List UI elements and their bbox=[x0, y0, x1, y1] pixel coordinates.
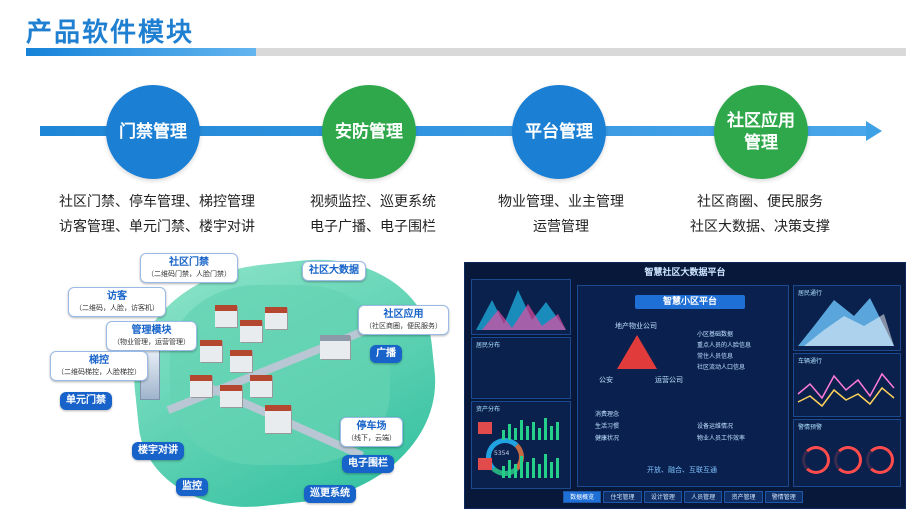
tab-design[interactable]: 设计管理 bbox=[643, 491, 682, 503]
tag-patrol: 巡更系统 bbox=[304, 485, 356, 503]
center-list-item: 重点人员的人脸信息 bbox=[697, 342, 752, 349]
center-title: 智慧小区平台 bbox=[635, 295, 745, 309]
tag-manage-module: 管理模块（物业管理，运营管理） bbox=[106, 321, 197, 351]
module-description: 视频监控、巡更系统 电子广播、电子围栏 bbox=[288, 190, 458, 240]
timeline-arrow bbox=[40, 126, 870, 136]
timeline-arrow-head bbox=[866, 121, 882, 141]
mountain-chart bbox=[476, 290, 566, 330]
module-security: 安防管理 bbox=[322, 85, 416, 179]
tag-visitor: 访客（二维码，人脸，访客机） bbox=[68, 287, 166, 317]
title-underline-accent bbox=[26, 48, 256, 56]
center-list-item: 健康状况 bbox=[595, 435, 620, 442]
tag-parking: 停车场（线下，云端） bbox=[340, 417, 403, 447]
panel-left-top bbox=[471, 279, 571, 335]
tag-broadcast: 广播 bbox=[370, 345, 402, 363]
line-chart bbox=[797, 372, 895, 408]
tag-community-app: 社区应用（社区商圈，便民服务） bbox=[358, 305, 449, 335]
building bbox=[250, 375, 272, 397]
center-list-item: 小区基础数据 bbox=[697, 331, 734, 338]
building bbox=[200, 340, 222, 362]
center-list: 小区基础数据 重点人员的人脸信息 常住人员信息 社区流动人口信息 bbox=[697, 329, 751, 373]
building bbox=[265, 307, 287, 329]
dashboard-tabbar: 数据概览 住宅管理 设计管理 人员管理 资产管理 警情管理 bbox=[563, 491, 803, 503]
panel-vehicle-flow: 车辆通行 bbox=[793, 353, 901, 417]
panel-title: 警情预警 bbox=[798, 424, 823, 431]
community-map: 社区门禁（二维码门禁，人脸门禁） 社区大数据 访客（二维码，人脸，访客机） 管理… bbox=[40, 245, 450, 518]
desc-line: 社区商圈、便民服务 bbox=[697, 194, 823, 210]
tab-assets[interactable]: 资产管理 bbox=[724, 491, 763, 503]
desc-line: 运营管理 bbox=[533, 219, 589, 235]
bar-charts bbox=[478, 418, 559, 478]
desc-line: 社区大数据、决策支撑 bbox=[690, 219, 830, 235]
tab-personnel[interactable]: 人员管理 bbox=[683, 491, 723, 503]
center-police: 公安 bbox=[599, 376, 613, 384]
center-list-item: 社区流动人口信息 bbox=[697, 364, 746, 371]
panel-house-dist: 资产分布 bbox=[471, 401, 571, 489]
center-company: 地产物业公司 bbox=[615, 322, 657, 330]
module-label: 社区应用 bbox=[727, 111, 795, 131]
module-description: 社区门禁、停车管理、梯控管理 访客管理、单元门禁、楼宇对讲 bbox=[42, 190, 272, 240]
center-operator: 运营公司 bbox=[655, 376, 683, 384]
tag-monitor: 监控 bbox=[176, 478, 208, 496]
desc-line: 视频监控、巡更系统 bbox=[310, 194, 436, 210]
center-list-item: 消费理念 bbox=[595, 411, 620, 418]
alert-gauge bbox=[834, 446, 862, 474]
center-list-item: 生活习惯 bbox=[595, 423, 620, 430]
area-chart bbox=[798, 298, 894, 346]
tab-alerts[interactable]: 警情管理 bbox=[764, 491, 803, 503]
building bbox=[230, 350, 252, 372]
building bbox=[220, 385, 242, 407]
desc-line: 社区门禁、停车管理、梯控管理 bbox=[59, 194, 255, 210]
module-description: 物业管理、业主管理 运营管理 bbox=[476, 190, 646, 240]
center-panel bbox=[577, 285, 789, 487]
desc-line: 物业管理、业主管理 bbox=[498, 194, 624, 210]
center-bottom-left-list: 消费理念 生活习惯 健康状况 bbox=[595, 409, 619, 445]
module-description: 社区商圈、便民服务 社区大数据、决策支撑 bbox=[660, 190, 860, 240]
module-label: 管理 bbox=[744, 133, 778, 153]
building bbox=[265, 405, 291, 433]
center-footer: 开放、融合、互联互通 bbox=[647, 466, 717, 474]
panel-resident-flow: 居民通行 bbox=[793, 285, 901, 351]
donut-value: 5354 bbox=[494, 450, 510, 457]
title-underline bbox=[26, 48, 906, 56]
panel-resident-dist: 居民分布 5354 bbox=[471, 337, 571, 476]
alert-gauge bbox=[866, 446, 894, 474]
dashboard-preview: 智慧社区大数据平台 居民分布 5354 资产分布 智慧小区平台 地产物业公司 公… bbox=[464, 262, 906, 509]
desc-line: 电子广播、电子围栏 bbox=[310, 219, 436, 235]
panel-title: 车辆通行 bbox=[798, 358, 823, 365]
tab-overview[interactable]: 数据概览 bbox=[563, 491, 602, 503]
module-label: 门禁管理 bbox=[119, 122, 187, 142]
tag-community-gate: 社区门禁（二维码门禁，人脸门禁） bbox=[140, 253, 238, 283]
tag-big-data: 社区大数据 bbox=[302, 261, 366, 281]
center-list-item: 物业人员工作效率 bbox=[697, 435, 746, 442]
center-list-item: 设备运维情况 bbox=[697, 423, 734, 430]
desc-line: 访客管理、单元门禁、楼宇对讲 bbox=[59, 219, 255, 235]
building bbox=[320, 335, 350, 359]
module-label: 平台管理 bbox=[525, 122, 593, 142]
panel-title: 资产分布 bbox=[476, 406, 501, 413]
page-title: 产品软件模块 bbox=[26, 18, 195, 48]
tag-fence: 电子围栏 bbox=[342, 455, 394, 473]
module-access-control: 门禁管理 bbox=[106, 85, 200, 179]
tag-elevator: 梯控（二维码梯控，人脸梯控） bbox=[50, 351, 148, 381]
building bbox=[215, 305, 237, 327]
tab-housing[interactable]: 住宅管理 bbox=[603, 491, 642, 503]
building bbox=[240, 320, 262, 342]
tag-unit-gate: 单元门禁 bbox=[60, 392, 112, 410]
panel-title: 居民通行 bbox=[798, 290, 823, 297]
dashboard-title: 智慧社区大数据平台 bbox=[644, 268, 726, 278]
center-triangle bbox=[617, 335, 657, 369]
alert-gauge bbox=[802, 446, 830, 474]
panel-title: 居民分布 bbox=[476, 342, 501, 349]
tag-intercom: 楼宇对讲 bbox=[132, 442, 184, 460]
center-list-item: 常住人员信息 bbox=[697, 353, 734, 360]
center-bottom-right-list: 设备运维情况 物业人员工作效率 bbox=[697, 421, 745, 445]
module-platform: 平台管理 bbox=[512, 85, 606, 179]
building bbox=[190, 375, 212, 397]
module-community-app: 社区应用 管理 bbox=[714, 85, 808, 179]
panel-alert: 警情预警 bbox=[793, 419, 901, 487]
module-label: 安防管理 bbox=[335, 122, 403, 142]
